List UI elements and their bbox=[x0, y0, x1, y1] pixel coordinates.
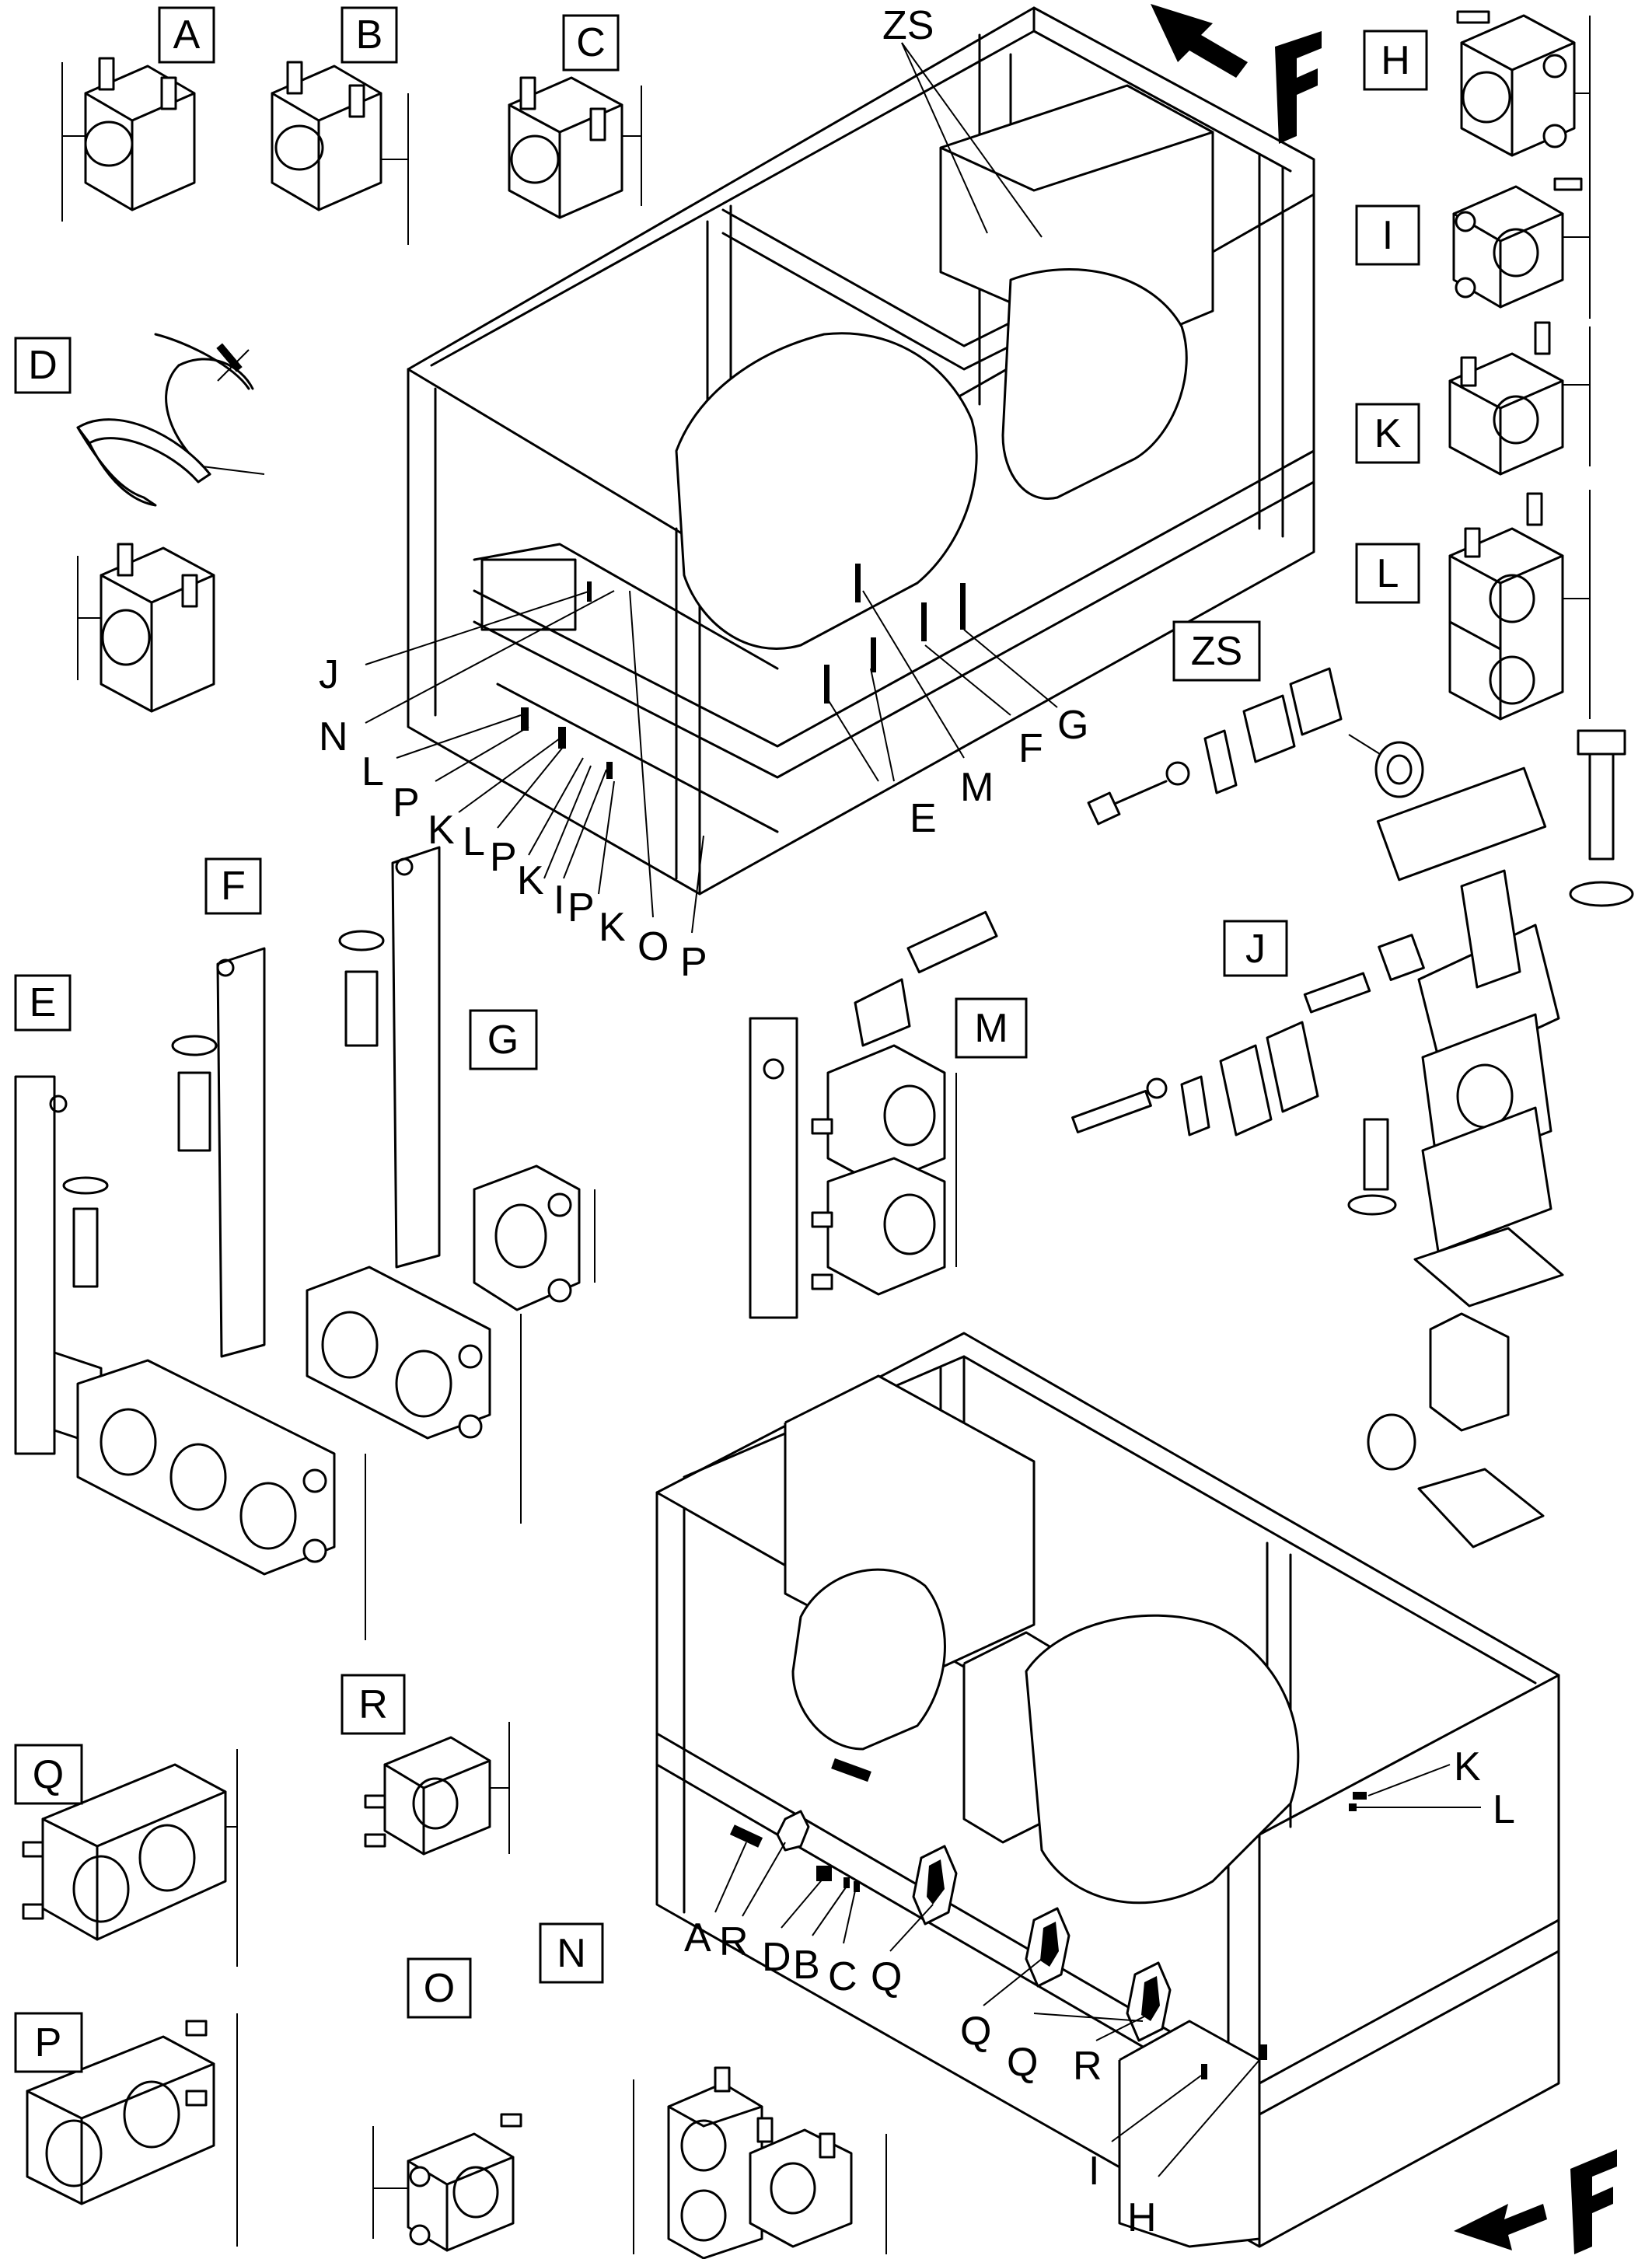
callout-D: D bbox=[762, 1935, 791, 1980]
callout-N: N bbox=[319, 714, 348, 759]
box-label-F: F bbox=[221, 864, 246, 909]
callout-Q-2: Q bbox=[960, 2009, 991, 2054]
callout-H: H bbox=[1127, 2195, 1157, 2240]
callout-Q: Q bbox=[871, 1954, 902, 1999]
direction-arrow-bottom bbox=[1454, 2149, 1617, 2254]
callout-F: F bbox=[1018, 726, 1043, 771]
callout-K-2: K bbox=[517, 858, 544, 903]
callout-letters-lower: A R D B C Q Q Q R I H K L bbox=[684, 1744, 1515, 2240]
assembly-G bbox=[338, 846, 595, 1311]
callout-L-2: L bbox=[463, 819, 485, 864]
callout-P: P bbox=[393, 780, 420, 826]
callout-K: K bbox=[428, 808, 455, 853]
box-label-B: B bbox=[356, 12, 383, 58]
callout-I-2: I bbox=[1088, 2149, 1099, 2194]
box-label-I: I bbox=[1382, 213, 1393, 258]
lower-skid-frame bbox=[655, 1332, 1560, 2248]
clamp-Q bbox=[22, 1749, 238, 1967]
clamp-C bbox=[508, 76, 642, 219]
clamp-O bbox=[372, 2113, 522, 2252]
box-label-ZS: ZS bbox=[1191, 629, 1242, 674]
callout-A: A bbox=[684, 1915, 711, 1960]
box-label-R: R bbox=[358, 1682, 388, 1727]
upper-leader-lines bbox=[365, 42, 1058, 934]
clamp-I bbox=[1452, 163, 1591, 319]
clamp-K bbox=[1448, 321, 1591, 476]
lower-leader-lines bbox=[714, 1764, 1481, 2177]
box-label-M: M bbox=[974, 1006, 1008, 1051]
callout-L-3: L bbox=[1493, 1787, 1515, 1832]
callout-L: L bbox=[361, 749, 384, 794]
box-label-E: E bbox=[30, 980, 57, 1025]
callout-M: M bbox=[960, 765, 994, 810]
assembly-E bbox=[14, 1075, 366, 1640]
assembly-J-fasteners bbox=[1071, 1021, 1397, 1216]
clamp-R bbox=[364, 1722, 510, 1856]
upper-skid-frame bbox=[407, 6, 1315, 896]
clamp-A bbox=[61, 57, 196, 222]
callout-C: C bbox=[828, 1954, 857, 1999]
callout-G: G bbox=[1057, 703, 1088, 748]
clamp-N bbox=[633, 2066, 887, 2259]
box-label-N: N bbox=[557, 1931, 586, 1976]
callout-J: J bbox=[319, 652, 339, 697]
clamp-L bbox=[1448, 490, 1591, 721]
callout-ZS: ZS bbox=[882, 3, 934, 48]
box-label-G: G bbox=[487, 1018, 519, 1063]
box-label-D: D bbox=[28, 343, 58, 388]
box-label-Q: Q bbox=[33, 1752, 64, 1797]
clamp-D-block bbox=[77, 543, 215, 713]
clamp-D bbox=[76, 333, 265, 507]
callout-R-2: R bbox=[1073, 2044, 1102, 2089]
box-label-A: A bbox=[173, 12, 201, 58]
box-label-H: H bbox=[1381, 38, 1410, 83]
callout-P-3: P bbox=[568, 885, 595, 930]
callout-K-3: K bbox=[599, 905, 626, 950]
assembly-M bbox=[749, 910, 998, 1319]
box-label-L: L bbox=[1377, 551, 1399, 596]
callout-O: O bbox=[637, 924, 669, 969]
callout-Q-3: Q bbox=[1007, 2040, 1038, 2085]
callout-B: B bbox=[793, 1943, 820, 1988]
assembly-F bbox=[171, 947, 522, 1524]
callout-letters-upper: J N L P K L P K I P K O P E M F G ZS bbox=[319, 3, 1088, 985]
direction-arrow-top bbox=[1151, 4, 1322, 144]
assembly-J bbox=[1303, 729, 1634, 1548]
box-label-O: O bbox=[424, 1966, 455, 2011]
assembly-ZS bbox=[1087, 667, 1424, 826]
callout-P-2: P bbox=[490, 835, 517, 880]
callout-P-4: P bbox=[680, 940, 707, 985]
box-label-C: C bbox=[576, 20, 606, 65]
box-label-J: J bbox=[1245, 927, 1266, 972]
clamp-B bbox=[271, 61, 409, 245]
callout-K-4: K bbox=[1454, 1744, 1481, 1789]
box-label-K: K bbox=[1374, 411, 1402, 456]
boxed-labels: A B C D E F G H I J K L M N O P Q R ZS bbox=[14, 6, 1428, 2073]
callout-I: I bbox=[554, 878, 564, 923]
clamp-H bbox=[1456, 10, 1591, 167]
clamp-P bbox=[26, 2013, 238, 2247]
box-label-P: P bbox=[35, 2020, 62, 2065]
callout-E: E bbox=[910, 796, 937, 841]
callout-R: R bbox=[719, 1919, 749, 1964]
